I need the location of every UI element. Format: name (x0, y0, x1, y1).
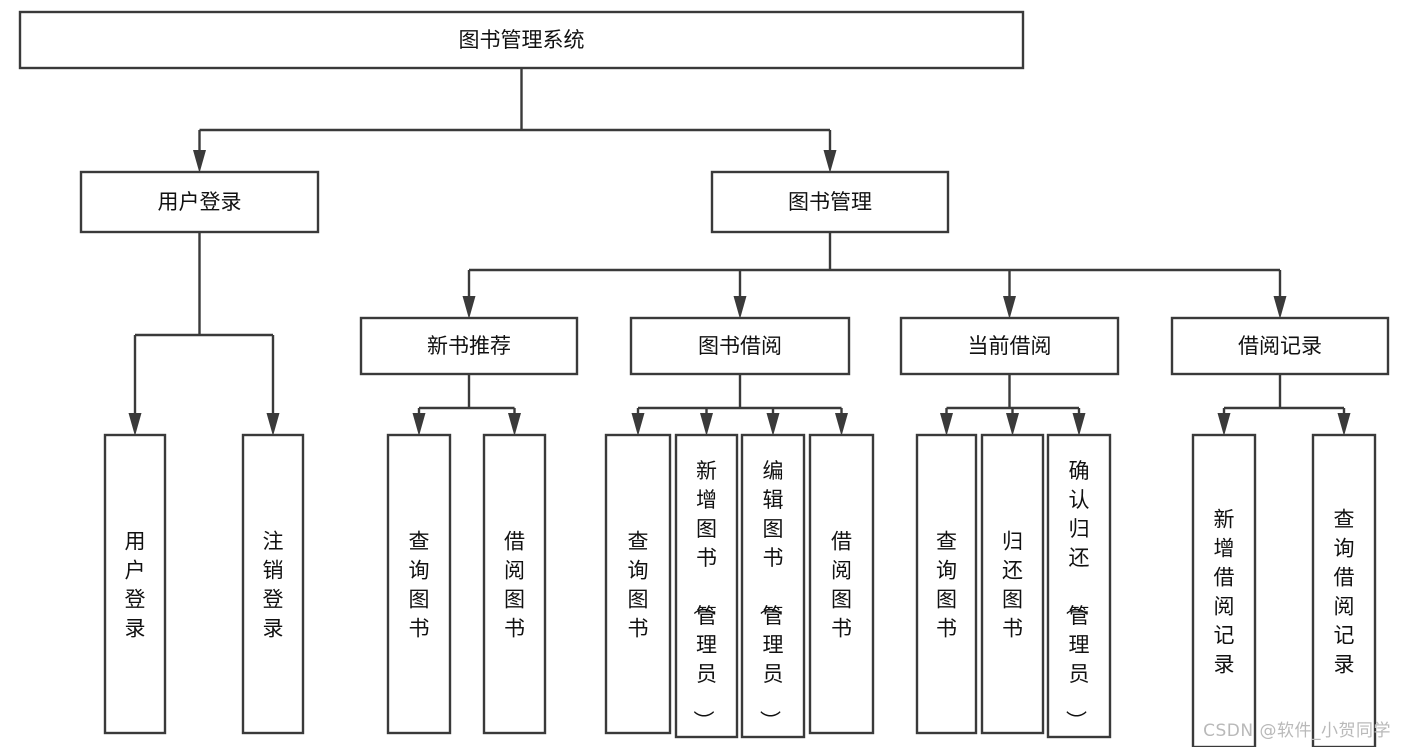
arrow-head-borrow-record (1273, 296, 1287, 319)
arrow-head-current-borrow (1003, 296, 1016, 319)
node-layer: 图书管理系统用户登录图书管理新书推荐图书借阅当前借阅借阅记录用户登录注销登录查询… (18, 10, 1390, 747)
node-leaf-borrow-book-2[interactable]: 借阅图书 (808, 433, 875, 735)
arrow-head-leaf-return-book (1006, 413, 1019, 436)
node-box-leaf-borrow-book-1 (482, 433, 547, 735)
node-label-leaf-confirm-return: 确认归还（管理员） (1064, 459, 1090, 731)
arrow-head-leaf-query-record (1337, 413, 1351, 436)
node-box-book-manage (710, 170, 950, 234)
node-leaf-query-book-2[interactable]: 查询图书 (604, 433, 672, 735)
node-leaf-query-book-3[interactable]: 查询图书 (915, 433, 978, 735)
node-label-user-login: 用户登录 (158, 190, 242, 214)
node-box-leaf-add-record (1191, 433, 1257, 747)
node-label-leaf-borrow-book-1: 借阅图书 (504, 530, 525, 641)
node-box-leaf-borrow-book-2 (808, 433, 875, 735)
arrow-head-leaf-logout (266, 413, 280, 436)
connector-group-borrow-record (1217, 374, 1351, 436)
node-leaf-return-book[interactable]: 归还图书 (980, 433, 1045, 735)
node-box-user-login (79, 170, 320, 234)
node-label-root: 图书管理系统 (459, 28, 585, 52)
node-label-leaf-query-book-2: 查询图书 (628, 530, 649, 641)
arrow-head-leaf-borrow-book-1 (508, 413, 521, 436)
node-box-leaf-edit-book (740, 433, 806, 739)
node-borrow-record[interactable]: 借阅记录 (1170, 316, 1390, 376)
node-user-login[interactable]: 用户登录 (79, 170, 320, 234)
arrow-head-leaf-add-record (1217, 413, 1231, 436)
node-box-new-book-recommend (359, 316, 579, 376)
connector-group-current-borrow (940, 374, 1086, 436)
node-leaf-query-record[interactable]: 查询借阅记录 (1311, 433, 1377, 747)
node-box-borrow-record (1170, 316, 1390, 376)
connector-group-user-login (128, 232, 280, 436)
arrow-head-leaf-add-book (700, 413, 713, 436)
node-box-book-borrow (629, 316, 851, 376)
node-leaf-query-book-1[interactable]: 查询图书 (386, 433, 452, 735)
connector-group-book-manage (462, 232, 1287, 319)
node-label-new-book-recommend: 新书推荐 (427, 334, 511, 358)
arrow-head-book-borrow (733, 296, 747, 319)
node-box-current-borrow (899, 316, 1120, 376)
node-box-root (18, 10, 1025, 70)
node-book-borrow[interactable]: 图书借阅 (629, 316, 851, 376)
node-label-book-manage: 图书管理 (788, 190, 872, 214)
node-label-leaf-logout: 注销登录 (263, 530, 284, 641)
node-label-leaf-edit-book: 编辑图书（管理员） (758, 459, 784, 731)
arrow-head-leaf-query-book-3 (940, 413, 953, 436)
arrow-head-leaf-borrow-book-2 (835, 413, 848, 436)
node-leaf-logout[interactable]: 注销登录 (241, 433, 305, 735)
node-box-leaf-query-book-1 (386, 433, 452, 735)
node-label-leaf-add-record: 新增借阅记录 (1214, 508, 1235, 677)
node-leaf-confirm-return[interactable]: 确认归还（管理员） (1046, 433, 1112, 739)
node-box-leaf-logout (241, 433, 305, 735)
node-box-leaf-query-record (1311, 433, 1377, 747)
connector-group-book-borrow (631, 374, 848, 436)
node-label-book-borrow: 图书借阅 (698, 334, 782, 358)
node-book-manage[interactable]: 图书管理 (710, 170, 950, 234)
node-label-leaf-user-login: 用户登录 (125, 530, 146, 641)
node-current-borrow[interactable]: 当前借阅 (899, 316, 1120, 376)
connector-group-root (193, 68, 837, 173)
arrow-head-leaf-user-login (128, 413, 142, 436)
arrow-head-leaf-edit-book (766, 413, 780, 436)
node-new-book-recommend[interactable]: 新书推荐 (359, 316, 579, 376)
arrow-head-user-login (193, 150, 206, 173)
node-label-leaf-query-record: 查询借阅记录 (1334, 508, 1355, 677)
node-label-leaf-query-book-3: 查询图书 (936, 530, 957, 641)
node-root[interactable]: 图书管理系统 (18, 10, 1025, 70)
connector-group-new-book-recommend (412, 374, 521, 436)
arrow-head-leaf-query-book-2 (631, 413, 645, 436)
node-leaf-borrow-book-1[interactable]: 借阅图书 (482, 433, 547, 735)
node-leaf-edit-book[interactable]: 编辑图书（管理员） (740, 433, 806, 739)
node-box-leaf-return-book (980, 433, 1045, 735)
node-label-leaf-add-book: 新增图书（管理员） (691, 459, 717, 731)
node-label-leaf-query-book-1: 查询图书 (409, 530, 430, 641)
node-box-leaf-confirm-return (1046, 433, 1112, 739)
node-leaf-add-book[interactable]: 新增图书（管理员） (674, 433, 739, 739)
node-box-leaf-query-book-3 (915, 433, 978, 735)
arrow-head-leaf-query-book-1 (412, 413, 426, 436)
node-box-leaf-query-book-2 (604, 433, 672, 735)
connector-layer (128, 68, 1351, 436)
node-box-leaf-user-login (103, 433, 167, 735)
node-leaf-user-login[interactable]: 用户登录 (103, 433, 167, 735)
node-box-leaf-add-book (674, 433, 739, 739)
arrow-head-book-manage (823, 150, 837, 173)
node-label-current-borrow: 当前借阅 (968, 334, 1052, 358)
node-leaf-add-record[interactable]: 新增借阅记录 (1191, 433, 1257, 747)
node-label-leaf-borrow-book-2: 借阅图书 (831, 530, 852, 641)
node-label-leaf-return-book: 归还图书 (1002, 530, 1023, 641)
node-label-borrow-record: 借阅记录 (1238, 334, 1322, 358)
arrow-head-leaf-confirm-return (1072, 413, 1086, 436)
arrow-head-new-book-recommend (462, 296, 476, 319)
